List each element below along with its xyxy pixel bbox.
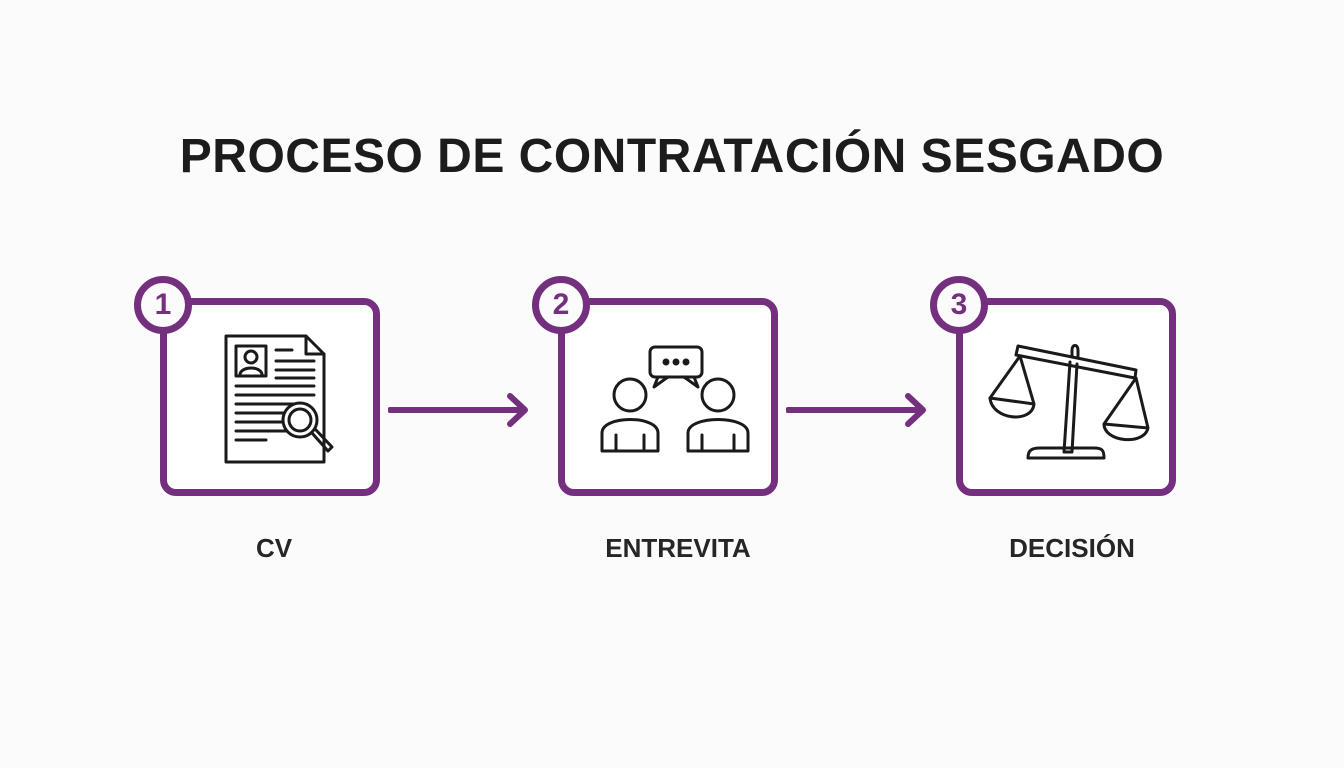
arrow-2-to-3 — [786, 393, 926, 427]
page-title: PROCESO DE CONTRATACIÓN SESGADO — [179, 130, 1165, 183]
resume-search-icon — [224, 334, 334, 464]
step-2-card — [558, 298, 778, 496]
step-1-label: CV — [255, 533, 293, 563]
unbalanced-scale-icon — [988, 344, 1150, 460]
step-2-label: ENTREVITA — [605, 533, 751, 563]
interview-people-icon — [600, 345, 750, 453]
step-1-badge: 1 — [134, 276, 192, 334]
step-2-badge: 2 — [532, 276, 590, 334]
step-3-label: DECISIÓN — [1009, 533, 1135, 563]
step-3-badge: 3 — [930, 276, 988, 334]
arrow-1-to-2 — [388, 393, 528, 427]
